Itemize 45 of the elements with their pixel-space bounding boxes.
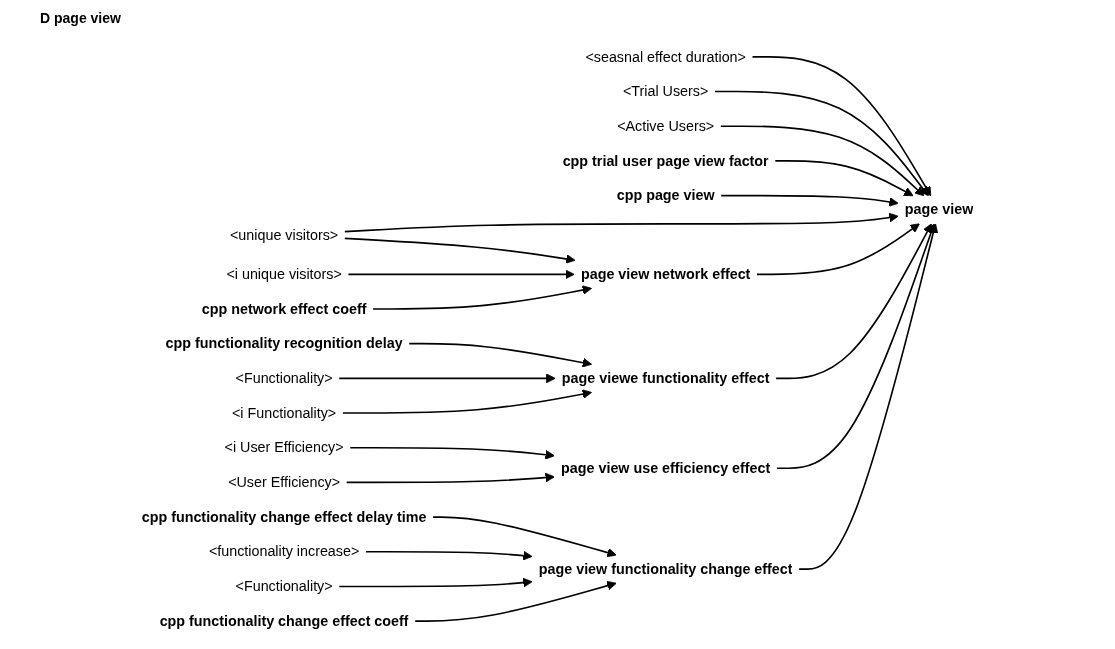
arrow <box>338 373 556 384</box>
diagram-title: D page view <box>40 10 121 26</box>
node-text: <i User Efficiency> <box>224 439 344 456</box>
node-text: page view functionality change effect <box>538 560 793 578</box>
arrow <box>414 580 617 622</box>
arrow <box>776 223 936 470</box>
arrow <box>338 577 533 588</box>
arrow <box>751 56 932 197</box>
node-text: page view network effect <box>580 265 751 283</box>
arrow <box>349 446 555 460</box>
node-text: page view use efficiency effect <box>561 459 771 477</box>
node-text: <User Efficiency> <box>228 473 341 491</box>
node-text: cpp functionality recognition delay <box>165 335 403 352</box>
node-text: <Trial Users> <box>622 83 709 100</box>
arrow <box>775 223 932 380</box>
node-text: <Functionality> <box>235 577 333 595</box>
arrow <box>372 285 593 310</box>
arrow <box>432 516 617 558</box>
node-text: cpp network effect coeff <box>201 300 367 317</box>
node-text: <Active Users> <box>617 117 715 135</box>
arrow <box>408 342 593 368</box>
arrow <box>347 269 575 280</box>
arrow <box>798 223 939 570</box>
node-text: <seasnal effect duration> <box>585 48 746 65</box>
node-text: cpp trial user page view factor <box>562 152 769 169</box>
node-text: <functionality increase> <box>208 543 360 560</box>
arrow <box>365 550 533 561</box>
arrow <box>345 472 555 484</box>
node-text: <i unique visitors> <box>226 265 342 283</box>
node-text: page viewe functionality effect <box>561 369 770 387</box>
arrow <box>344 237 576 264</box>
arrow <box>344 212 899 233</box>
arrow <box>714 90 929 197</box>
arrow <box>720 194 899 207</box>
node-text: <i Functionality> <box>231 404 337 422</box>
node-text: cpp page view <box>616 187 715 204</box>
arrow <box>720 125 925 197</box>
node-text: <unique visitors> <box>230 226 339 243</box>
arrow <box>774 160 914 197</box>
node-text: <Functionality> <box>235 369 333 387</box>
arrow <box>342 389 593 414</box>
arrow <box>756 223 920 276</box>
node-text: page view <box>904 201 974 218</box>
node-text: cpp functionality change effect coeff <box>159 612 409 630</box>
node-text: cpp functionality change effect delay time <box>141 508 427 526</box>
